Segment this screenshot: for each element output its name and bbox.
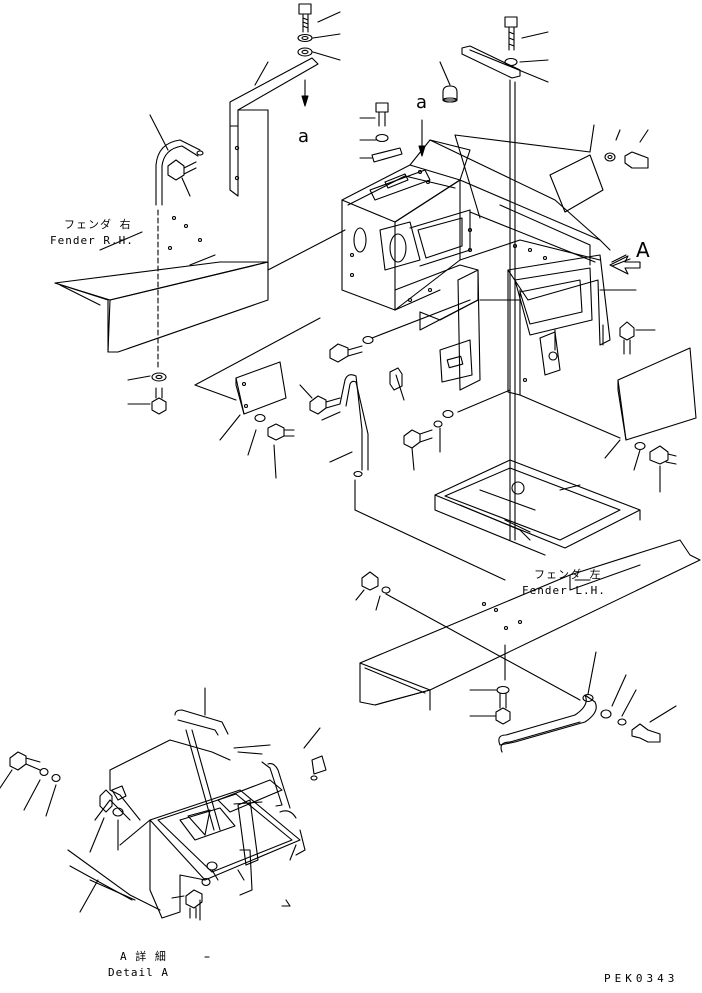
reference-a-left: a	[298, 126, 310, 147]
detail-a-caption-en: Detail A	[108, 966, 169, 979]
floor-frame	[434, 459, 641, 556]
handrail-lh	[498, 651, 677, 753]
fender-rh-label-jp: フェンダ 右	[64, 218, 132, 231]
handrail-rh	[149, 114, 204, 371]
washer-bolt-fender-rh	[127, 372, 167, 415]
view-a-marker: A	[636, 238, 650, 262]
reference-a-center: a	[416, 92, 428, 113]
fender-lh-label-en: Fender L.H.	[522, 584, 606, 597]
main-frame	[341, 139, 637, 396]
detail-a-view	[0, 687, 327, 958]
bolt-and-washer-center	[359, 102, 403, 163]
mounting-bracket-rh	[229, 57, 346, 271]
arrow-down-a-2	[418, 119, 426, 157]
bolts-center-low	[403, 389, 511, 471]
handle-rod-center	[329, 374, 506, 581]
rubber-plug	[439, 61, 458, 103]
fender-rh-label-en: Fender R.H.	[50, 234, 134, 247]
bolt-right-side	[602, 321, 656, 355]
leader-lines-top	[312, 11, 341, 61]
fender-lh-label-jp: フェンダ 左	[534, 568, 602, 581]
bolt-handrail	[167, 159, 197, 197]
side-plate-left	[194, 317, 321, 479]
cover-plate-top	[454, 124, 649, 219]
detail-a-caption-jp: A 詳 細	[120, 950, 167, 963]
bolt-stack-top-right	[461, 16, 549, 541]
arrow-down-a	[301, 79, 309, 107]
fender-lh	[355, 539, 701, 725]
bolts-mid-left	[299, 299, 471, 421]
drawing-code: PEK0343	[604, 972, 679, 985]
arrow-view-a	[609, 254, 641, 275]
side-cover-right	[519, 347, 697, 493]
fender-rh	[54, 215, 269, 353]
bolt-top-center	[297, 3, 313, 57]
